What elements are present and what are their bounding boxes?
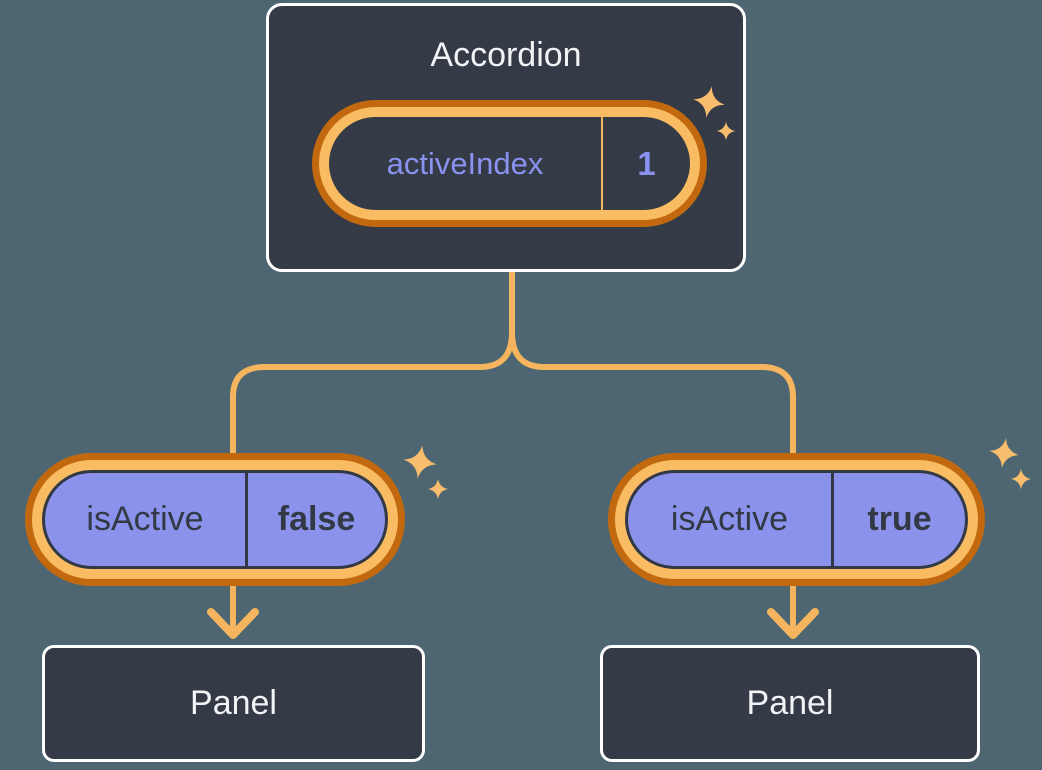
arrow-down-icon bbox=[767, 608, 819, 639]
accordion-component-box: Accordion activeIndex 1 bbox=[266, 3, 746, 272]
state-pill-ring: activeIndex 1 bbox=[319, 107, 700, 220]
prop-name: isActive bbox=[86, 500, 204, 538]
sparkle-icon bbox=[716, 121, 736, 141]
prop-name: isActive bbox=[670, 500, 789, 538]
prop-value: true bbox=[867, 500, 932, 538]
panel-component-box: Panel bbox=[42, 645, 425, 762]
state-pill-core: activeIndex 1 bbox=[329, 117, 690, 210]
sparkle-icon bbox=[403, 445, 437, 479]
state-value: 1 bbox=[637, 144, 656, 182]
sparkle-icon bbox=[427, 478, 449, 500]
component-title: Accordion bbox=[430, 36, 582, 74]
prop-pill-ring: isActive false bbox=[32, 460, 398, 579]
sparkle-icon bbox=[989, 438, 1019, 468]
prop-value: false bbox=[277, 500, 356, 538]
arrow-down-icon bbox=[207, 608, 259, 639]
sparkle-icon bbox=[693, 86, 725, 118]
prop-pill-core: isActive false bbox=[42, 470, 388, 569]
pill-divider bbox=[831, 473, 834, 566]
prop-pill-isactive-true: isActive true bbox=[608, 453, 985, 586]
prop-pill-isactive-false: isActive false bbox=[25, 453, 405, 586]
connector-left-branch bbox=[230, 268, 515, 633]
sparkle-icon bbox=[1010, 468, 1032, 490]
prop-pill-core: isActive true bbox=[625, 470, 968, 569]
pill-divider bbox=[601, 117, 603, 210]
state-name: activeIndex bbox=[386, 145, 544, 181]
panel-component-box: Panel bbox=[600, 645, 980, 762]
prop-pill-ring: isActive true bbox=[615, 460, 978, 579]
pill-divider bbox=[245, 473, 248, 566]
state-pill: activeIndex 1 bbox=[312, 100, 707, 227]
connector-right-branch bbox=[509, 268, 796, 633]
